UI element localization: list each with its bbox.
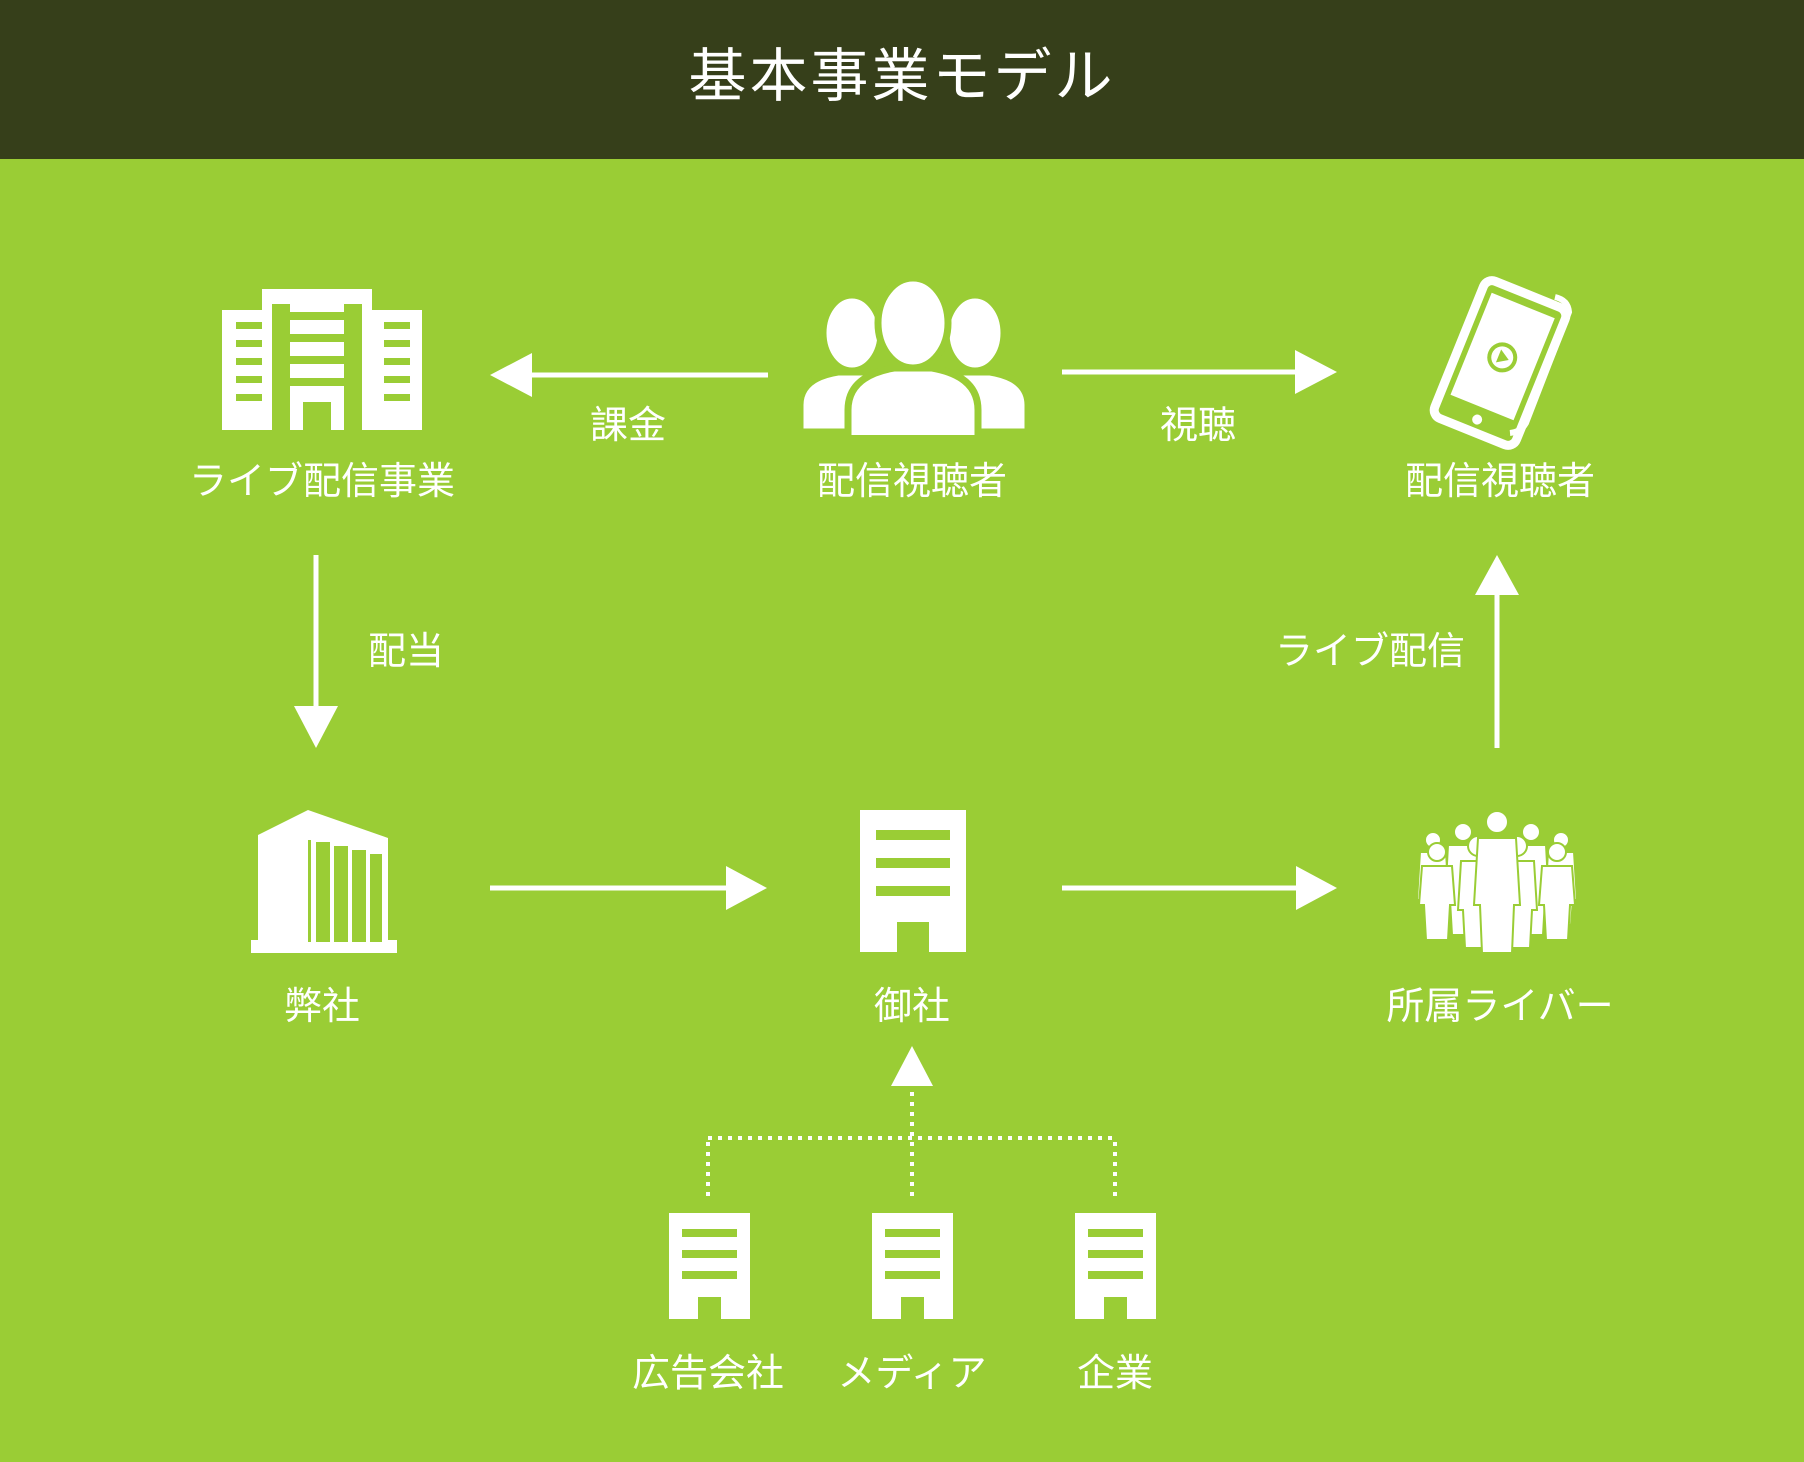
node-label-ad-agency: 広告会社	[631, 1351, 785, 1395]
building-icon	[872, 1213, 953, 1319]
page-title: 基本事業モデル	[688, 42, 1116, 110]
edge-label-live-streaming: ライブ配信	[1274, 629, 1466, 673]
node-label-livers: 所属ライバー	[1386, 984, 1614, 1028]
node-label-viewers-people: 配信視聴者	[816, 459, 1008, 503]
arrow-dividend	[294, 555, 338, 748]
dotted-connector	[706, 1088, 1117, 1196]
user-group-icon	[796, 280, 1032, 435]
building-icon	[860, 810, 966, 952]
edge-label-billing: 課金	[589, 403, 667, 447]
arrow-viewing	[1062, 350, 1337, 394]
arrow-billing	[490, 353, 768, 397]
node-label-our-company: 弊社	[283, 984, 361, 1028]
building-icon	[669, 1213, 750, 1319]
arrow-up-dotted	[891, 1046, 933, 1086]
office-building-icon	[251, 810, 397, 953]
node-label-enterprise: 企業	[1076, 1351, 1154, 1395]
arrow-yours-to-livers	[1062, 866, 1337, 910]
smartphone-video-icon	[1429, 276, 1573, 450]
node-label-media: メディア	[837, 1351, 987, 1395]
node-label-live-business: ライブ配信事業	[188, 459, 456, 503]
header-bar	[0, 0, 1804, 159]
arrow-live-streaming	[1475, 555, 1519, 748]
node-label-your-company: 御社	[873, 984, 951, 1028]
arrow-ours-to-yours	[490, 866, 767, 910]
building-icon	[1075, 1213, 1156, 1319]
edge-label-dividend: 配当	[367, 629, 445, 673]
edge-label-viewing: 視聴	[1159, 403, 1237, 447]
business-crowd-icon	[1415, 810, 1579, 954]
node-label-viewers-device: 配信視聴者	[1404, 459, 1596, 503]
office-buildings-icon	[222, 289, 422, 430]
